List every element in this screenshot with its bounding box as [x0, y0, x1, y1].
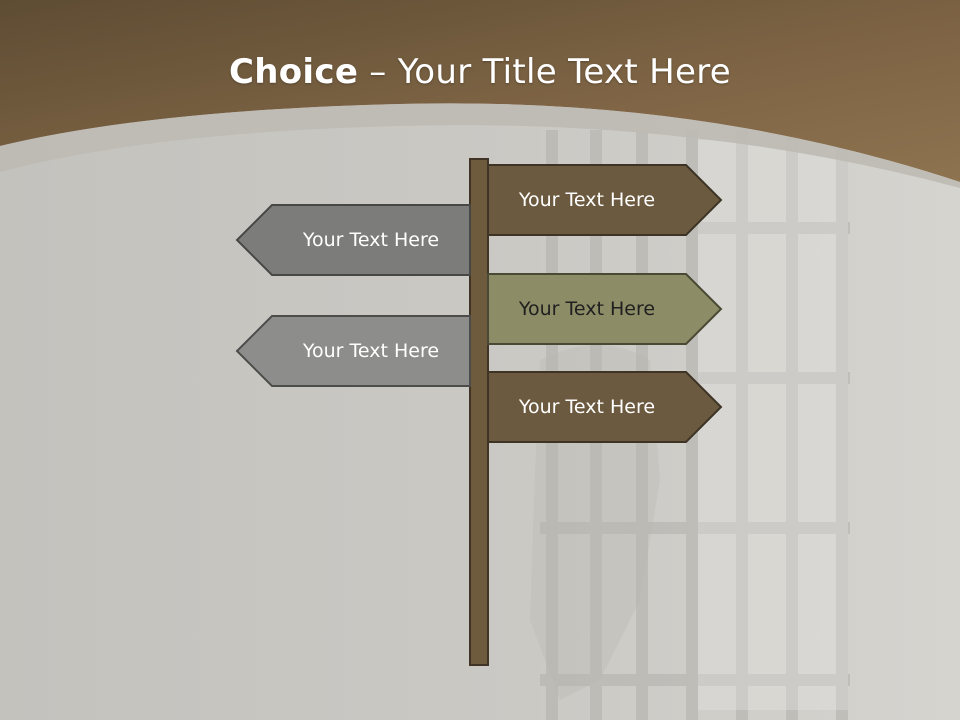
title-rest: – Your Title Text Here [358, 52, 731, 92]
arrow-right-shape [487, 164, 723, 236]
arrow-left-shape [235, 204, 471, 276]
sign-3-label: Your Text Here [518, 298, 656, 320]
sign-5-arrow-right[interactable]: Your Text Here [487, 371, 723, 443]
sign-2-label: Your Text Here [302, 229, 440, 251]
title-bold-word: Choice [229, 52, 359, 92]
sign-5-label: Your Text Here [518, 396, 656, 418]
sign-2-arrow-left[interactable]: Your Text Here [235, 204, 471, 276]
arrow-right-shape [487, 273, 723, 345]
arrow-right-shape [487, 371, 723, 443]
sign-1-arrow-right[interactable]: Your Text Here [487, 164, 723, 236]
slide-title: Choice – Your Title Text Here [0, 52, 960, 92]
sign-4-label: Your Text Here [302, 340, 440, 362]
arrow-left-shape [235, 315, 471, 387]
sign-3-arrow-right[interactable]: Your Text Here [487, 273, 723, 345]
sign-1-label: Your Text Here [518, 189, 656, 211]
sign-4-arrow-left[interactable]: Your Text Here [235, 315, 471, 387]
